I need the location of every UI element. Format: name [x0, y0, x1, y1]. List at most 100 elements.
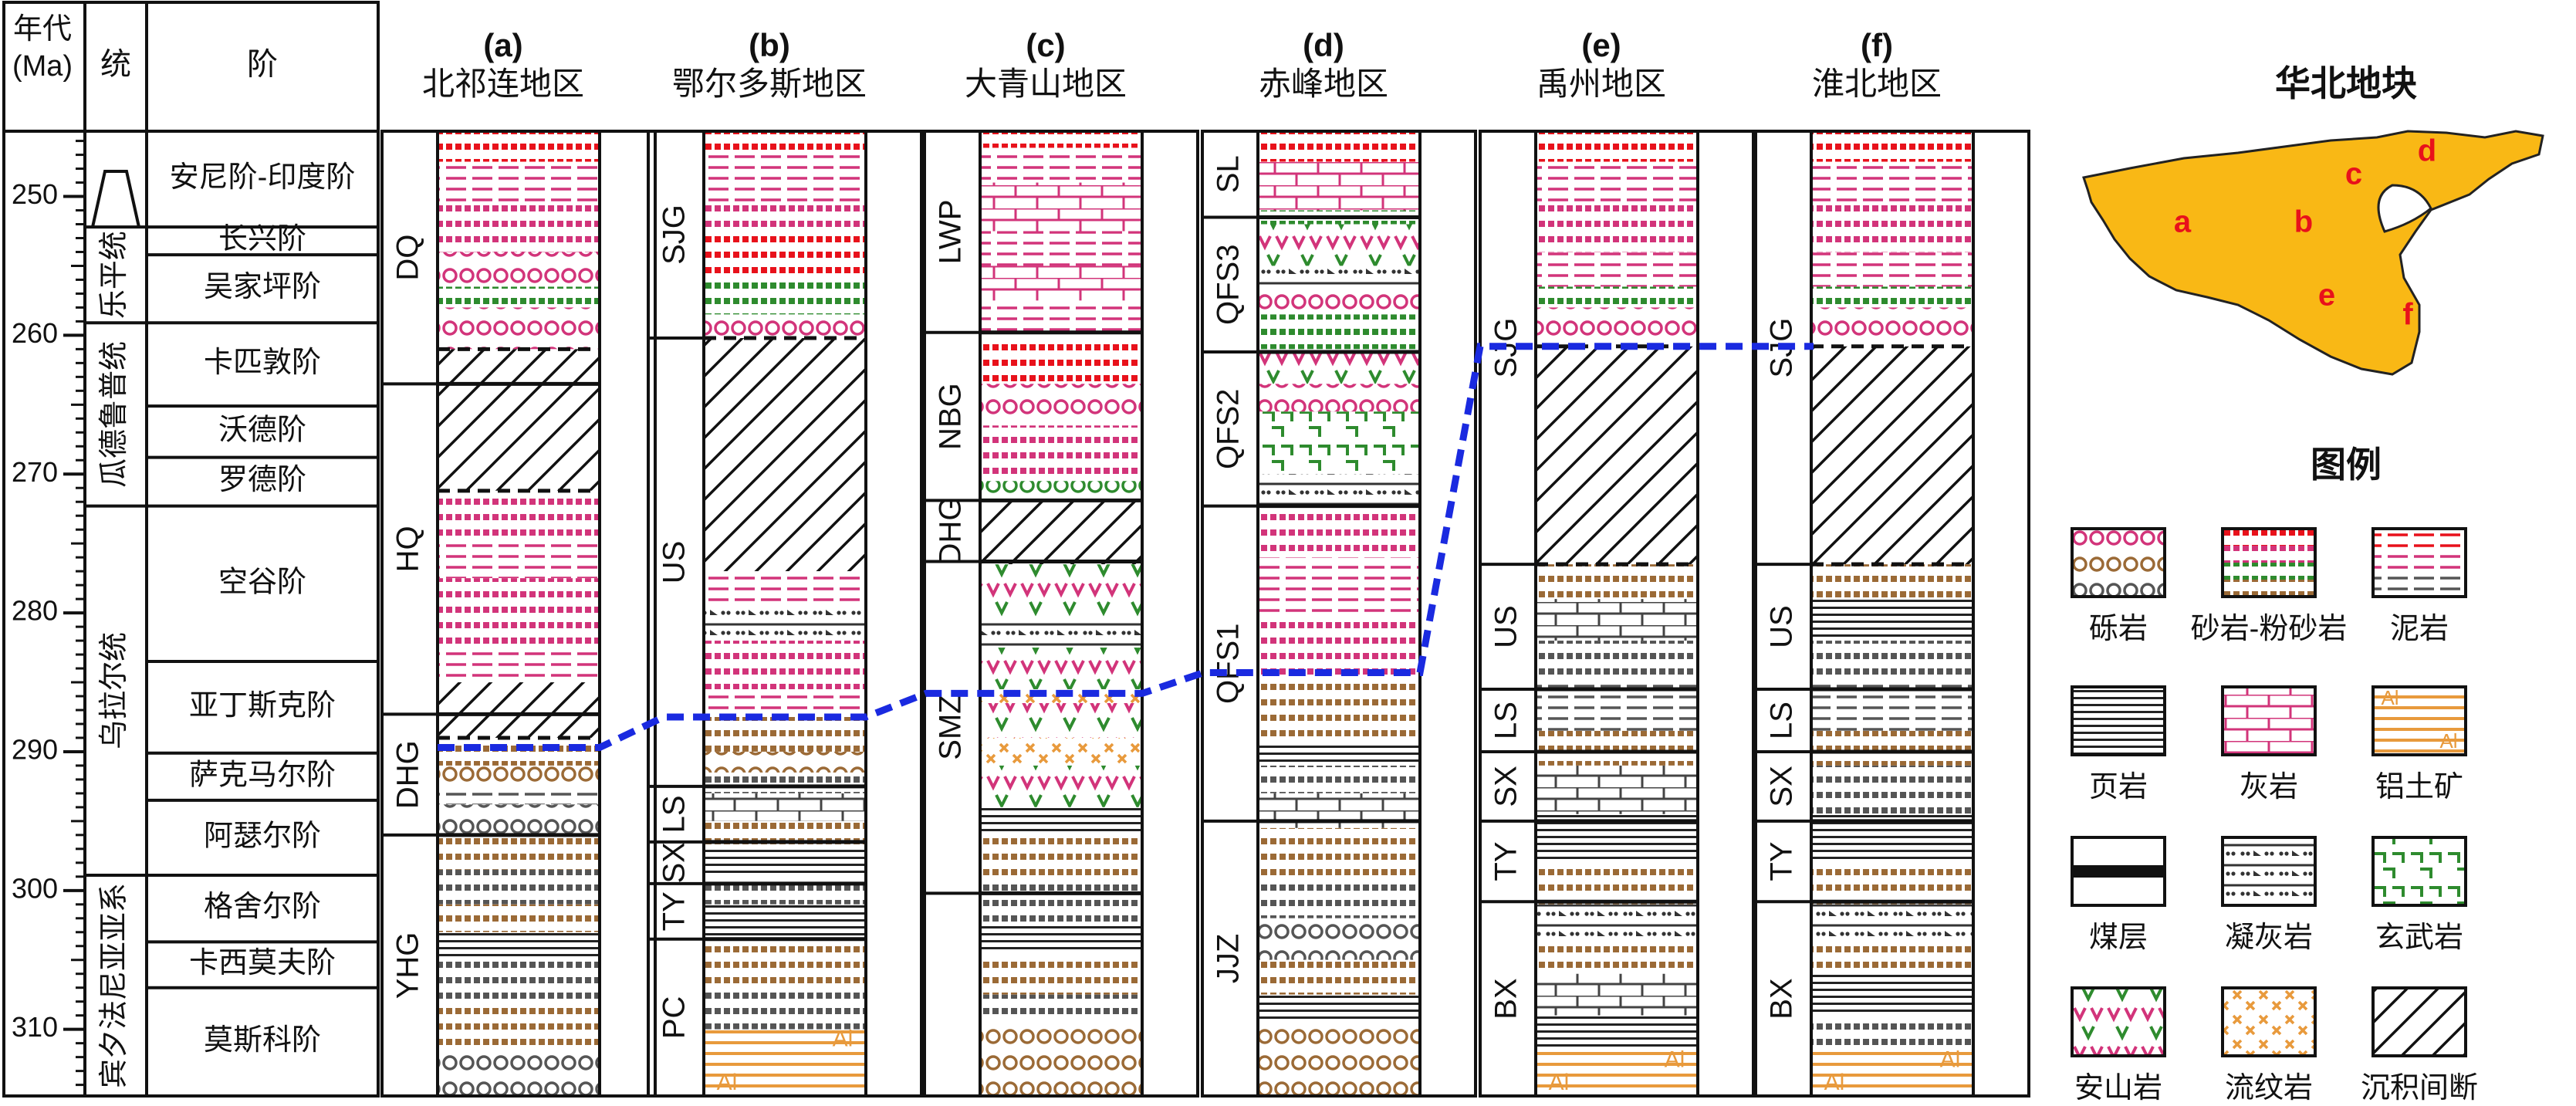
legend-swatch-fill: [2072, 551, 2165, 573]
unit-label: TY: [1489, 841, 1523, 881]
unit-label: BX: [1489, 978, 1523, 1019]
legend-item-label: 泥岩: [2390, 613, 2449, 645]
lithology-layer: [1258, 744, 1420, 766]
lithology-layer: [1811, 599, 1973, 641]
lithology-layer: [980, 1022, 1142, 1096]
unit-label: SX: [1489, 766, 1523, 807]
strat-table-frame: [2, 1, 380, 1098]
lithology-layer: [1258, 827, 1420, 884]
age-tick-label: 280: [12, 595, 58, 627]
lithology-layer: [704, 641, 866, 690]
lithology-layer: [1258, 349, 1420, 384]
lithology-layer: [980, 952, 1142, 995]
age-tick-label: 300: [12, 872, 58, 904]
lithology-layer: [1258, 918, 1420, 960]
lithology-layer: [704, 203, 866, 232]
age-tick-label: 310: [12, 1011, 58, 1043]
legend-swatch-fill: [2373, 687, 2466, 755]
legend-swatch-frame: [2221, 986, 2317, 1057]
lithology-layer: [438, 682, 600, 738]
lithology-layer: [704, 793, 866, 821]
legend-swatch-fill: [2223, 687, 2315, 755]
stage-label: 安尼阶-印度阶: [170, 161, 356, 194]
lithology-layer: [1536, 307, 1698, 347]
stage-label: 莫斯科阶: [204, 1024, 321, 1057]
legend-title: 图例: [2311, 445, 2382, 485]
lithology-layer: [1811, 765, 1973, 814]
legend-item-label: 沉积间断: [2361, 1072, 2478, 1102]
legend-item-shale: 页岩: [2071, 685, 2166, 803]
triassic-stub: [91, 170, 140, 228]
legend-item-label: 铝土矿: [2375, 771, 2463, 803]
stage-label: 卡匹敦阶: [204, 347, 321, 379]
unit-label: LS: [658, 795, 691, 833]
lithology-layer: [704, 716, 866, 752]
lithology-layer: [704, 876, 866, 905]
lithology-layer: [1258, 384, 1420, 412]
unit-label: DHG: [934, 497, 968, 566]
stage-label: 卡西莫夫阶: [189, 947, 336, 979]
stage-label: 长兴阶: [218, 223, 306, 255]
legend-swatch-fill: [2373, 837, 2466, 905]
lithology-layer: [1536, 765, 1698, 814]
al-label: Al: [2439, 729, 2457, 753]
lithology-layer: [980, 703, 1142, 738]
unit-label: HQ: [391, 526, 425, 572]
lithology-layer: [438, 203, 600, 252]
legend-item-label: 玄武岩: [2375, 922, 2463, 954]
unit-label: US: [1489, 605, 1523, 648]
legend-item-label: 页岩: [2089, 771, 2148, 803]
lithology-layer: [1811, 641, 1973, 683]
legend-swatch-fill: [2072, 573, 2165, 596]
map-site-label: a: [2174, 205, 2192, 239]
legend-swatch-fill: [2223, 529, 2315, 546]
lithology-layer: [1811, 730, 1973, 766]
al-label: Al: [717, 1070, 738, 1095]
lithology-layer: [1811, 1050, 1973, 1096]
legend-swatch-frame: [2371, 836, 2467, 907]
legend-item-label: 流纹岩: [2225, 1072, 2313, 1102]
lithology-layer: [438, 578, 600, 648]
lithology-layer: [438, 490, 600, 537]
lithology-layer: [980, 384, 1142, 426]
craton-shape: [2082, 130, 2544, 376]
lithology-layer: [1811, 939, 1973, 974]
lithology-layer: [980, 925, 1142, 953]
age-tick-label: 270: [12, 456, 58, 488]
lithology-layer: [438, 804, 600, 835]
lithology-layer: [1258, 509, 1420, 558]
lithology-layer: [980, 620, 1142, 648]
stage-label: 空谷阶: [218, 566, 306, 598]
legend-item-hiatus: 沉积间断: [2361, 986, 2478, 1104]
legend-swatch-fill: [2072, 529, 2165, 551]
lithology-layer: [1258, 131, 1420, 162]
legend-item-rhyolite: 流纹岩: [2221, 986, 2317, 1104]
lithology-layer: [1536, 564, 1698, 600]
side-column-frame: [864, 130, 923, 1098]
unit-label: DHG: [391, 740, 425, 809]
lithology-layer: [1811, 307, 1973, 347]
map-site-label: c: [2345, 157, 2362, 191]
al-label: Al: [833, 1027, 854, 1052]
stage-label: 亚丁斯克阶: [189, 689, 336, 722]
lithology-layer: [980, 807, 1142, 835]
lithology-layer: [1811, 973, 1973, 1016]
legend-item-andesite: 安山岩: [2071, 986, 2166, 1104]
lithology-layer: [980, 147, 1142, 183]
stage-label: 罗德阶: [218, 464, 306, 496]
lithology-layer: [704, 772, 866, 793]
lithology-layer: [1536, 1050, 1698, 1096]
unit-label: TY: [658, 891, 691, 931]
unit-label: SL: [1212, 155, 1246, 193]
legend-item-label: 安山岩: [2074, 1072, 2162, 1102]
lithology-layer: [704, 606, 866, 641]
lithology-layer: [980, 182, 1142, 232]
lithology-layer: [704, 904, 866, 939]
lithology-layer: [1258, 959, 1420, 995]
unit-label: LWP: [934, 200, 968, 265]
region-name: 禹州地区: [1536, 66, 1666, 102]
lithology-layer: [1258, 994, 1420, 1023]
